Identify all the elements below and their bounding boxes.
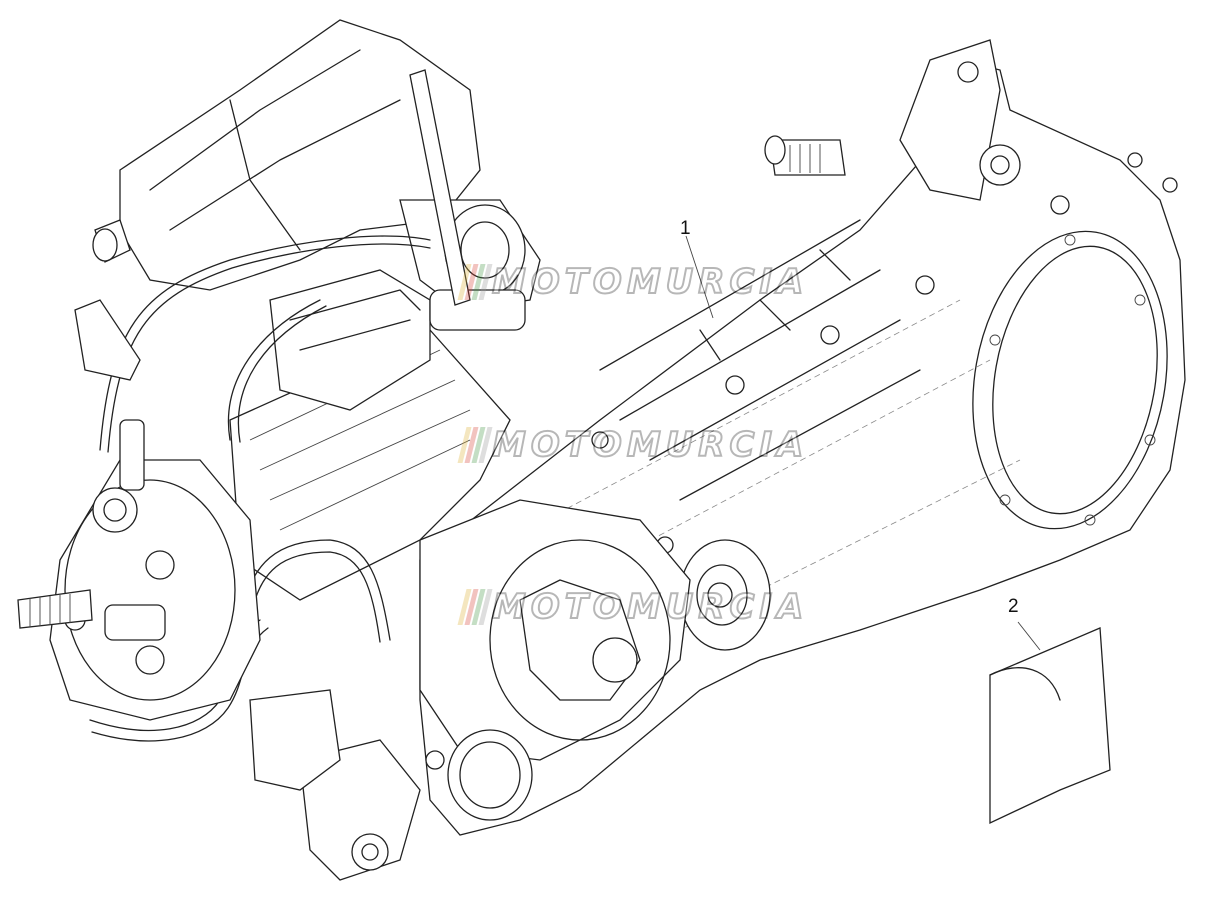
carb-bowl [429,289,526,331]
variator-cover-inner [992,245,1158,515]
top-mount-hole [957,61,979,83]
lower-sump-block [249,689,341,791]
pulley-cover [679,539,771,651]
document-fold [989,667,1061,701]
fan-shroud-ring [489,539,671,741]
callout-2-leader [1017,621,1041,651]
breather-hose [227,299,321,441]
engine-assembly [17,19,1186,881]
crankcase-front [419,499,691,761]
rear-mount-bushing [979,144,1021,186]
oil-dipstick-tube [409,69,471,306]
housing-ribs [599,219,921,501]
front-mount-bracket [299,739,421,881]
side-bracket [74,299,141,381]
callout-label-1: 1 [680,218,691,239]
thermostat-housing [92,487,138,533]
flywheel-cover [49,459,261,721]
variator-cover-bolts [989,234,1156,526]
oil-filter-cap [447,729,533,821]
front-mount-hole [351,833,389,871]
callout-1-leader [685,235,714,319]
variator-cover-ring [972,230,1168,530]
document-sheet [989,627,1111,825]
part-2-document [989,621,1111,825]
water-pump-neck [119,419,145,491]
crankshaft-end [17,589,93,629]
sensor-plug [104,604,166,641]
callout-label-2: 2 [1008,596,1019,617]
